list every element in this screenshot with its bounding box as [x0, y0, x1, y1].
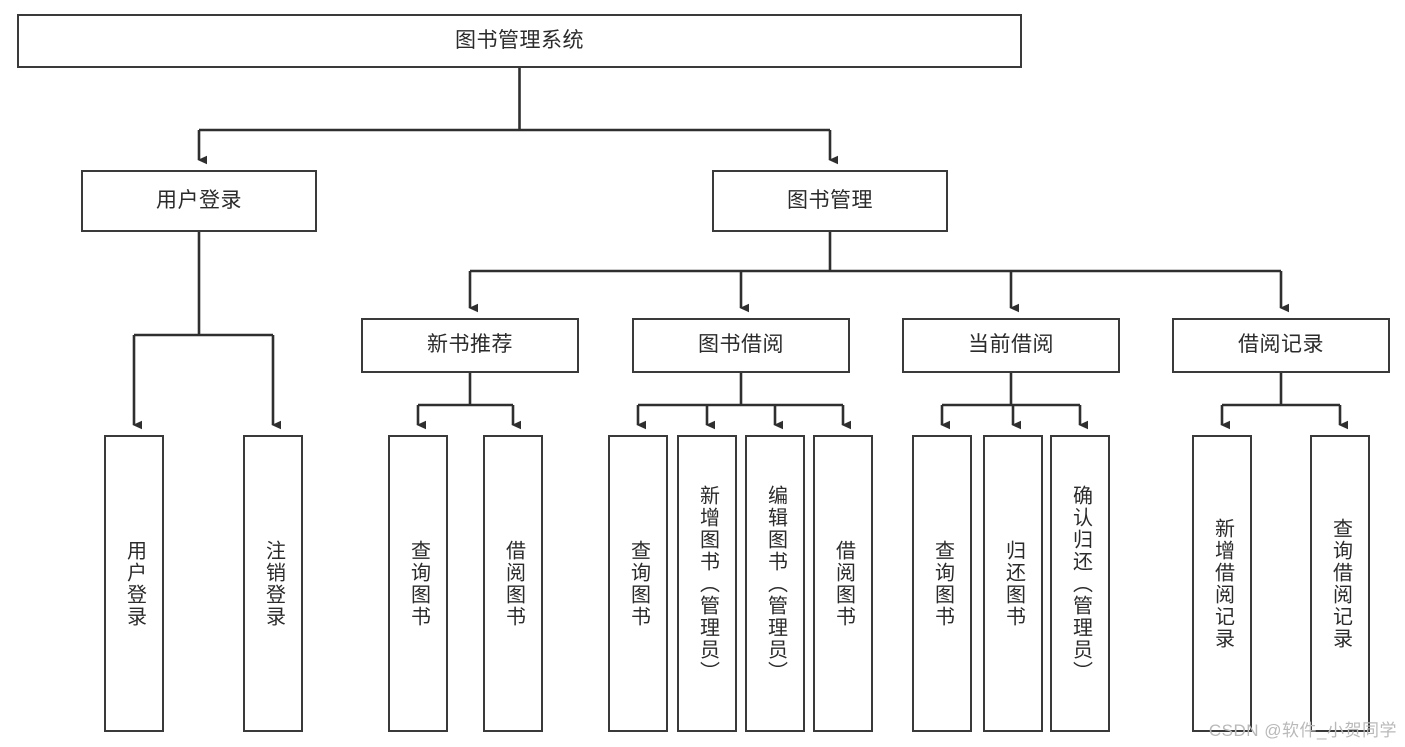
node-label: 借阅图书: [832, 539, 855, 628]
node-current[interactable]: 当前借阅: [902, 318, 1120, 373]
node-label: 用户登录: [123, 539, 146, 628]
node-newbook[interactable]: 新书推荐: [361, 318, 579, 373]
node-login[interactable]: 用户登录: [81, 170, 317, 232]
node-leaf-record-query[interactable]: 查询借阅记录: [1310, 435, 1370, 732]
node-label: 查询图书: [627, 539, 650, 628]
watermark-label: CSDN @软件_小贺同学: [1208, 721, 1397, 740]
node-leaf-newbook-query[interactable]: 查询图书: [388, 435, 448, 732]
node-label: 图书管理系统: [455, 28, 584, 52]
node-label: 注销登录: [262, 539, 285, 628]
node-label: 借阅记录: [1238, 333, 1324, 357]
node-leaf-user-login[interactable]: 用户登录: [104, 435, 164, 732]
node-leaf-current-return[interactable]: 归还图书: [983, 435, 1043, 732]
node-bookmgmt[interactable]: 图书管理: [712, 170, 948, 232]
node-record[interactable]: 借阅记录: [1172, 318, 1390, 373]
node-label: 查询借阅记录: [1329, 517, 1352, 650]
node-leaf-newbook-borrow[interactable]: 借阅图书: [483, 435, 543, 732]
node-label: 查询图书: [931, 539, 954, 628]
node-label: 确认归还（管理员）: [1069, 484, 1092, 683]
node-label: 借阅图书: [502, 539, 525, 628]
node-label: 图书管理: [787, 188, 873, 212]
node-label: 用户登录: [156, 188, 242, 212]
node-leaf-record-add[interactable]: 新增借阅记录: [1192, 435, 1252, 732]
node-label: 新书推荐: [427, 333, 513, 357]
node-leaf-borrow-lend[interactable]: 借阅图书: [813, 435, 873, 732]
node-label: 归还图书: [1002, 539, 1025, 628]
node-leaf-borrow-edit[interactable]: 编辑图书（管理员）: [745, 435, 805, 732]
node-borrow[interactable]: 图书借阅: [632, 318, 850, 373]
node-leaf-borrow-query[interactable]: 查询图书: [608, 435, 668, 732]
node-label: 图书借阅: [698, 333, 784, 357]
node-label: 编辑图书（管理员）: [764, 484, 787, 683]
node-label: 当前借阅: [968, 333, 1054, 357]
node-root[interactable]: 图书管理系统: [17, 14, 1022, 68]
node-label: 查询图书: [407, 539, 430, 628]
node-leaf-current-confirm[interactable]: 确认归还（管理员）: [1050, 435, 1110, 732]
node-label: 新增借阅记录: [1211, 517, 1234, 650]
node-leaf-borrow-add[interactable]: 新增图书（管理员）: [677, 435, 737, 732]
node-leaf-current-query[interactable]: 查询图书: [912, 435, 972, 732]
node-label: 新增图书（管理员）: [696, 484, 719, 683]
node-leaf-logout[interactable]: 注销登录: [243, 435, 303, 732]
